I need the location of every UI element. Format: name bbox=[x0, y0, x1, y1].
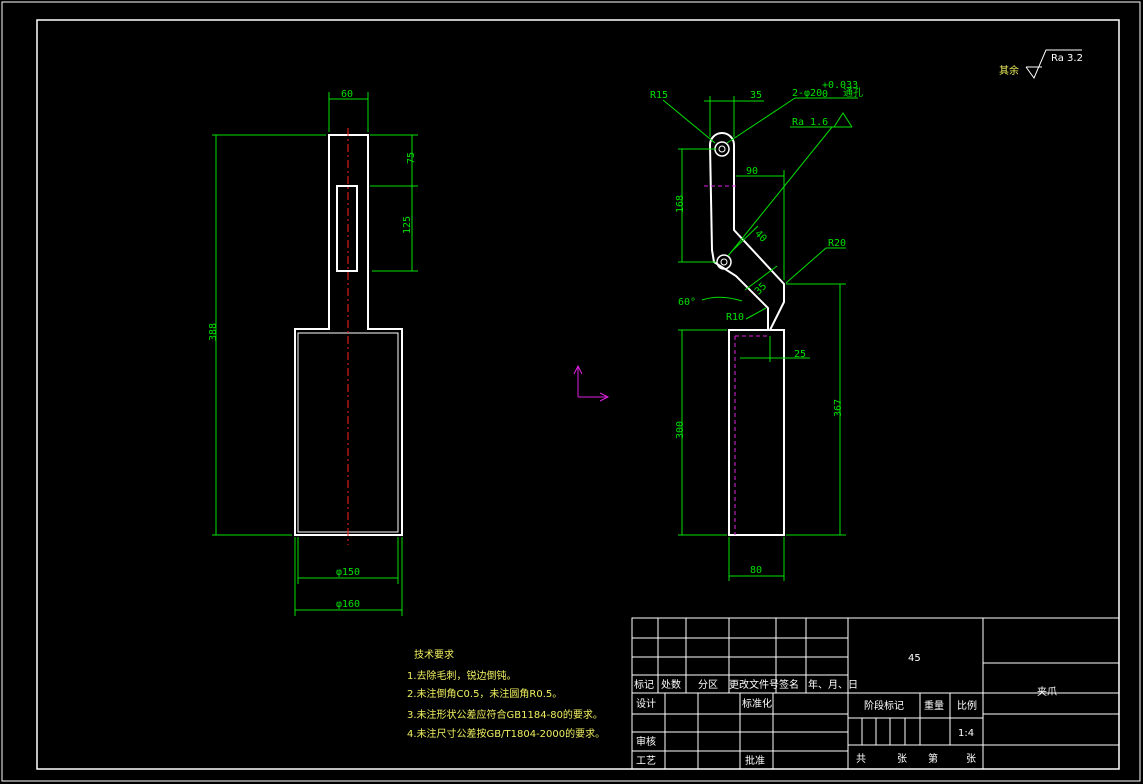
dim-r10: R10 bbox=[726, 312, 744, 323]
dim-367: 367 bbox=[833, 399, 844, 417]
dim-d160: φ160 bbox=[336, 599, 360, 610]
tech-req-item: 4.未注尺寸公差按GB/T1804-2000的要求。 bbox=[407, 727, 605, 740]
tech-requirements: 技术要求 1.去除毛刺，锐边倒钝。 2.未注倒角C0.5，未注圆角R0.5。 3… bbox=[407, 648, 605, 740]
rev-header: 更改文件号 bbox=[729, 678, 779, 691]
scale-label: 比例 bbox=[957, 699, 977, 712]
material: 45 bbox=[908, 653, 921, 664]
standardize-label: 标准化 bbox=[742, 697, 772, 710]
roughness-note: 其余 Ra 3.2 bbox=[999, 49, 1083, 80]
dim-holes: 2-φ20 bbox=[792, 88, 822, 99]
sheets-label-2: 张 bbox=[966, 753, 976, 765]
front-outline bbox=[294, 134, 403, 536]
dim-ra16: Ra 1.6 bbox=[792, 117, 828, 128]
rev-header: 签名 bbox=[779, 678, 799, 691]
title-block bbox=[631, 617, 1120, 770]
stage-mark-label: 阶段标记 bbox=[864, 699, 904, 712]
tech-req-title: 技术要求 bbox=[414, 648, 454, 661]
front-inner-outline bbox=[297, 332, 399, 533]
dim-holes-tol: +0.033 bbox=[822, 80, 858, 91]
dim-168: 168 bbox=[675, 195, 686, 213]
title-block-text: 45 夹爪 标记 处数 分区 更改文件号 签名 年、月、日 设计 标准化 审核 … bbox=[634, 653, 1057, 767]
tech-req-item: 1.去除毛刺，锐边倒钝。 bbox=[407, 669, 517, 682]
roughness-value: Ra 3.2 bbox=[1051, 53, 1083, 64]
process-label: 工艺 bbox=[636, 755, 656, 767]
tech-req-item: 3.未注形状公差应符合GB1184-80的要求。 bbox=[407, 708, 603, 721]
dim-25: 25 bbox=[794, 349, 806, 360]
tech-req-item: 2.未注倒角C0.5，未注圆角R0.5。 bbox=[407, 687, 562, 700]
rev-header: 年、月、日 bbox=[808, 678, 858, 691]
front-view: 60 75 125 388 φ150 φ160 bbox=[208, 89, 418, 616]
part-name: 夹爪 bbox=[1037, 685, 1057, 698]
dim-300: 300 bbox=[675, 421, 686, 439]
rev-header: 标记 bbox=[634, 679, 654, 691]
upper-hole bbox=[714, 141, 730, 157]
total-label: 共 bbox=[856, 753, 866, 765]
design-label: 设计 bbox=[636, 697, 656, 710]
dim-35: 35 bbox=[750, 90, 762, 101]
side-outline bbox=[708, 132, 785, 536]
sheet-no-label: 第 bbox=[928, 752, 938, 765]
dim-388: 388 bbox=[208, 323, 219, 341]
dim-125: 125 bbox=[402, 216, 413, 234]
sheets-label: 张 bbox=[897, 753, 907, 765]
lower-hole bbox=[716, 254, 732, 270]
check-label: 审核 bbox=[636, 735, 656, 748]
dim-d150: φ150 bbox=[336, 567, 360, 578]
dim-75: 75 bbox=[406, 152, 417, 164]
dim-r20: R20 bbox=[828, 238, 846, 249]
rev-header: 处数 bbox=[661, 678, 681, 691]
approve-label: 批准 bbox=[745, 754, 765, 767]
side-view: R15 35 2-φ20 +0.033 0 通孔 Ra 1.6 90 168 4… bbox=[650, 80, 863, 581]
dim-top-width: 60 bbox=[341, 89, 353, 100]
inner-border bbox=[36, 19, 1120, 770]
ucs-icon bbox=[573, 364, 610, 402]
dim-r15: R15 bbox=[650, 90, 668, 101]
roughness-prefix: 其余 bbox=[999, 64, 1019, 77]
dim-holes-tol2: 0 bbox=[822, 89, 828, 100]
scale-value: 1:4 bbox=[958, 728, 974, 739]
weight-label: 重量 bbox=[924, 699, 944, 712]
front-slot bbox=[336, 185, 358, 272]
dim-80: 80 bbox=[750, 565, 762, 576]
dim-60deg: 60° bbox=[678, 297, 696, 308]
dim-90: 90 bbox=[746, 166, 758, 177]
roughness-symbol bbox=[1025, 49, 1082, 80]
dim-40: 40 bbox=[752, 228, 768, 244]
rev-header: 分区 bbox=[698, 679, 718, 691]
dim-through: 通孔 bbox=[843, 87, 863, 99]
